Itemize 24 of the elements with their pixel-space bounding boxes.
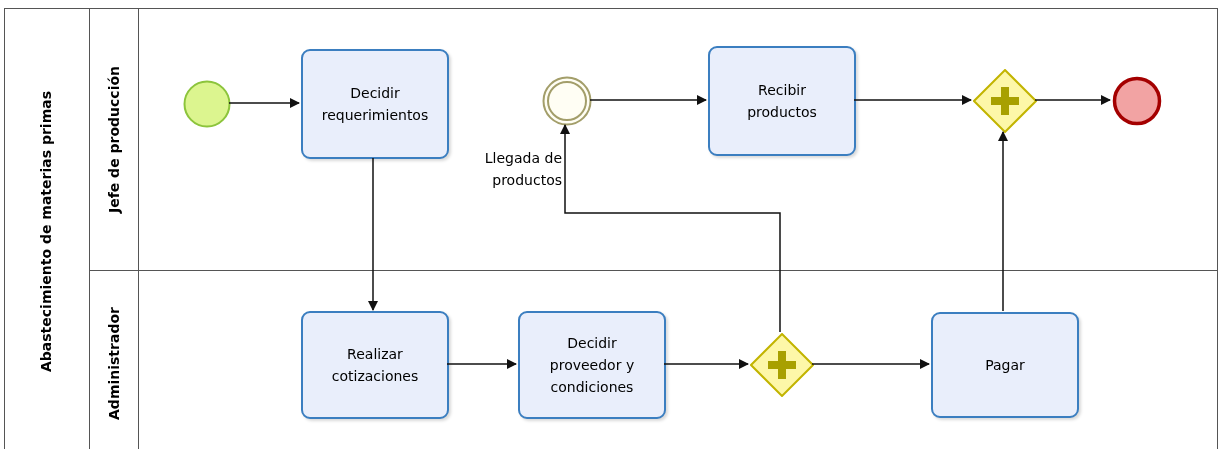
sequence-flow-arrow bbox=[368, 157, 378, 311]
task-label: Recibir productos bbox=[746, 81, 818, 122]
task-label: Pagar bbox=[985, 356, 1025, 375]
task-box bbox=[518, 311, 666, 419]
task-label: Realizar cotizaciones bbox=[330, 345, 420, 386]
sequence-flow-arrow bbox=[663, 359, 749, 369]
event-label: Llegada de productos bbox=[483, 149, 562, 190]
sequence-flow-arrow bbox=[589, 95, 707, 105]
lane-label: Administrador bbox=[105, 306, 123, 420]
sequence-flow-arrow bbox=[1034, 95, 1111, 105]
sequence-flow-arrow bbox=[560, 124, 781, 333]
task-box bbox=[708, 46, 856, 156]
task-label: Decidir proveedor y condiciones bbox=[548, 334, 636, 397]
sequence-flow-arrow bbox=[998, 131, 1008, 312]
task-box bbox=[931, 312, 1079, 418]
task-box bbox=[301, 49, 449, 159]
sequence-flow-arrow bbox=[853, 95, 972, 105]
pool-label: Abastecimiento de materias primas bbox=[37, 90, 56, 372]
sequence-flow-arrow bbox=[446, 359, 517, 369]
sequence-flow-arrow bbox=[811, 359, 930, 369]
sequence-flow-arrow bbox=[228, 98, 300, 108]
task-label: Decidir requerimientos bbox=[321, 84, 429, 125]
task-box bbox=[301, 311, 449, 419]
lane-label: Jefe de producción bbox=[105, 65, 123, 214]
